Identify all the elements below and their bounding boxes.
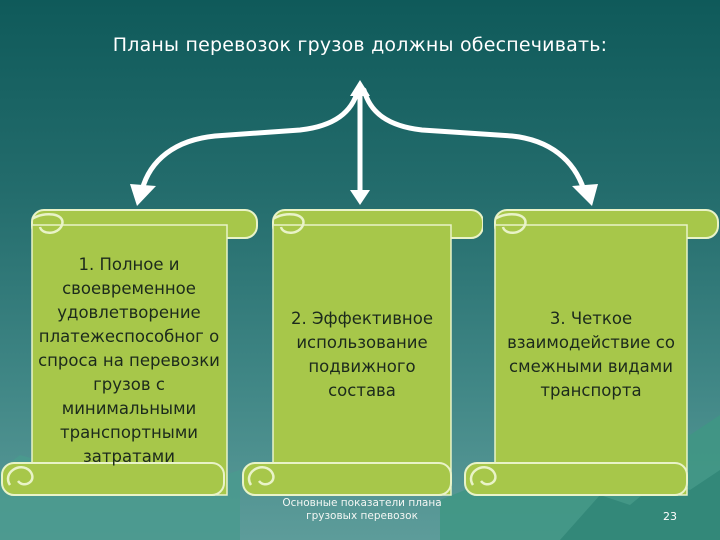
page-number: 23: [663, 510, 677, 523]
scroll-item-2-text: 2. Эффективное использование подвижного …: [291, 309, 433, 400]
scroll-item-2: 2. Эффективное использование подвижного …: [238, 205, 483, 505]
scroll-item-1: 1. Полное и своевременное удовлетворение…: [0, 205, 270, 505]
slide-footer: Основные показатели плана грузовых перев…: [282, 497, 442, 522]
slide-title: Планы перевозок грузов должны обеспечива…: [112, 34, 608, 56]
arrow-center-head: [350, 190, 370, 205]
arrow-left-head: [130, 184, 156, 206]
scroll-item-3: 3. Четкое взаимодействие со смежными вид…: [462, 205, 720, 505]
scroll-item-1-text: 1. Полное и своевременное удовлетворение…: [38, 255, 220, 466]
arrow-right-head: [572, 184, 598, 206]
arrow-top-head: [350, 80, 370, 96]
scroll-item-3-text: 3. Четкое взаимодействие со смежными вид…: [507, 309, 675, 400]
